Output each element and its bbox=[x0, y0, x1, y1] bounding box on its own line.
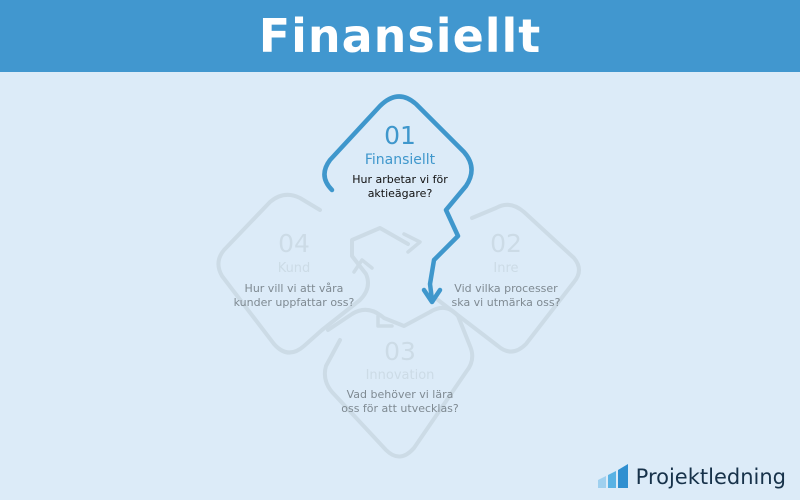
segment-03-question-line1: Vad behöver vi lära bbox=[347, 388, 454, 401]
arrow-up-icon bbox=[352, 258, 374, 274]
segment-02-title: Inre bbox=[493, 261, 518, 276]
brand-logo[interactable]: Projektledning bbox=[597, 464, 786, 489]
header-banner: Finansiellt bbox=[0, 0, 800, 72]
segment-04-question-line2: kunder uppfattar oss? bbox=[234, 296, 355, 309]
segment-04-outline bbox=[216, 192, 410, 355]
segment-03-question-line2: oss för att utvecklas? bbox=[341, 402, 459, 415]
page-title: Finansiellt bbox=[258, 9, 542, 63]
arrow-down-icon bbox=[421, 287, 443, 305]
segment-02-question-line2: ska vi utmärka oss? bbox=[452, 296, 561, 309]
segment-02-question-line1: Vid vilka processer bbox=[454, 282, 558, 295]
segment-01-outline bbox=[322, 94, 474, 303]
segment-03-number: 03 bbox=[384, 337, 416, 366]
segment-01-question-line2: aktieägare? bbox=[368, 187, 433, 200]
segment-02-number: 02 bbox=[490, 229, 522, 258]
segment-01-title: Finansiellt bbox=[365, 152, 436, 168]
segment-03-outline bbox=[322, 305, 475, 459]
segment-03-title: Innovation bbox=[366, 368, 435, 383]
segment-04-title: Kund bbox=[278, 261, 311, 276]
segment-04-number: 04 bbox=[278, 229, 310, 258]
segment-01-question-line1: Hur arbetar vi för bbox=[352, 173, 448, 186]
segment-04-question-line1: Hur vill vi att våra bbox=[245, 282, 344, 295]
arrow-right-icon bbox=[402, 232, 422, 254]
segment-01-number: 01 bbox=[384, 121, 416, 150]
brand-name: Projektledning bbox=[635, 465, 786, 489]
arrow-down-left-icon bbox=[376, 314, 394, 328]
bar-chart-logo-icon bbox=[597, 464, 628, 488]
segment-02-outline bbox=[436, 202, 581, 354]
